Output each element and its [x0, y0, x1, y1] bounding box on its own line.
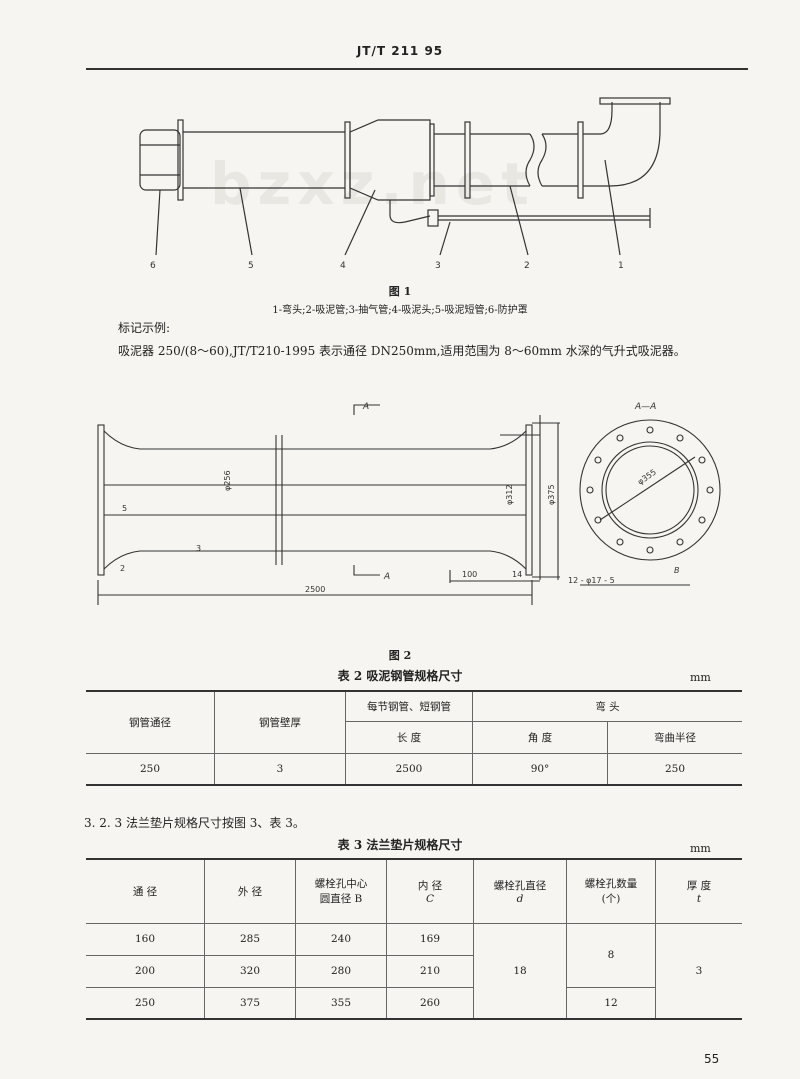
document-header: JT/T 211 95 — [356, 44, 444, 58]
table-cell: 250 — [86, 752, 215, 786]
table-cell: 169 — [386, 922, 474, 956]
table-cell: 160 — [86, 922, 205, 956]
flange — [344, 121, 351, 199]
t2-header-wall: 钢管壁厚 — [214, 690, 346, 754]
table-2: 钢管通径 钢管壁厚 每节钢管、短钢管 弯 头 长 度 角 度 弯曲半径 250 … — [86, 690, 742, 786]
table-cell: 240 — [295, 922, 387, 956]
t3-header-thickness-line1: 厚 度 — [686, 879, 712, 892]
figure-1-legend: 1-弯头;2-吸泥管;3-抽气管;4-吸泥头;5-吸泥短管;6-防护罩 — [272, 305, 528, 316]
elbow — [583, 102, 613, 135]
t3-header-bolt-circle-line2: 圆直径 B — [319, 893, 363, 906]
section-3-2-3: 3. 2. 3 法兰垫片规格尺寸按图 3、表 3。 — [84, 816, 305, 830]
fig1-label-6: 6 — [150, 261, 156, 271]
fig1-label-1: 1 — [618, 261, 624, 271]
table-cell: 200 — [86, 954, 205, 988]
t3-header-thickness: 厚 度 t — [655, 858, 742, 924]
table-2-title: 表 2 吸泥钢管规格尺寸 — [337, 669, 463, 683]
dim-l100: 100 — [462, 570, 477, 579]
t3-header-bolt-circle-line1: 螺栓孔中心 — [314, 878, 368, 891]
dim-bolt-holes: 12 - φ17 - 5 — [568, 576, 615, 585]
t3-header-hole-count: 螺栓孔数量 (个) — [566, 858, 656, 924]
table-cell: 280 — [295, 954, 387, 988]
table-cell: 250 — [86, 986, 205, 1020]
dim-t5: 5 — [122, 504, 127, 513]
dim-t3: 3 — [196, 544, 201, 553]
guard-cage — [139, 129, 181, 191]
table-3: 通 径 外 径 螺栓孔中心 圆直径 B 内 径 C 螺栓孔直径 d 螺栓孔数量 … — [86, 858, 742, 1020]
dim-d312: φ312 — [505, 484, 514, 505]
flange — [577, 121, 584, 199]
table-cell-thickness: 3 — [655, 922, 742, 1020]
t3-header-thickness-line2: t — [696, 892, 702, 905]
page-number: 55 — [704, 1052, 720, 1066]
figure-1-drawing: 6 5 4 3 2 1 — [139, 97, 671, 271]
t3-header-hole-dia: 螺栓孔直径 d — [473, 858, 567, 924]
table-cell: 355 — [295, 986, 387, 1020]
fig1-label-4: 4 — [340, 261, 346, 271]
right-flange — [525, 424, 533, 576]
fig1-label-2: 2 — [524, 261, 530, 271]
t3-header-hole-dia-line2: d — [516, 892, 524, 905]
table-3-title: 表 3 法兰垫片规格尺寸 — [337, 838, 463, 852]
t2-header-pipe: 每节钢管、短钢管 — [345, 690, 473, 722]
dim-l2500: 2500 — [305, 585, 325, 594]
t2-header-dn: 钢管通径 — [86, 690, 215, 754]
t3-header-hole-dia-line1: 螺栓孔直径 — [493, 879, 547, 892]
left-flange — [97, 424, 105, 576]
t2-header-elbow: 弯 头 — [472, 690, 742, 722]
t3-header-bolt-circle: 螺栓孔中心 圆直径 B — [295, 858, 387, 924]
section-cut-label-a-top: A — [362, 402, 369, 412]
t3-header-inner: 内 径 C — [386, 858, 474, 924]
flange — [177, 119, 184, 201]
t2-header-angle: 角 度 — [472, 720, 608, 754]
table-cell-hole-count-12: 12 — [566, 986, 656, 1020]
air-valve — [427, 209, 439, 227]
table-cell-hole-dia: 18 — [473, 922, 567, 1020]
dim-d256: φ256 — [223, 470, 232, 491]
table-3-unit: mm — [690, 842, 711, 855]
t2-header-length: 长 度 — [345, 720, 473, 754]
section-view-flange — [579, 419, 721, 561]
table-cell: 2500 — [345, 752, 473, 786]
table-cell-hole-count-8: 8 — [566, 922, 656, 988]
table-cell: 90° — [472, 752, 608, 786]
watermark: bzxz.net — [210, 150, 535, 218]
t3-header-dn: 通 径 — [86, 858, 205, 924]
t3-header-od: 外 径 — [204, 858, 296, 924]
dim-b: B — [674, 566, 680, 575]
figure-1-caption: 图 1 — [388, 285, 412, 298]
figure-2-caption: 图 2 — [388, 649, 412, 662]
fig1-label-3: 3 — [435, 261, 441, 271]
table-cell: 375 — [204, 986, 296, 1020]
fig1-label-5: 5 — [248, 261, 254, 271]
marking-text: 吸泥器 250/(8～60),JT/T210-1995 表示通径 DN250mm… — [118, 344, 686, 358]
t3-header-inner-line2: C — [425, 892, 435, 905]
t3-header-inner-line1: 内 径 — [417, 879, 443, 892]
table-cell: 250 — [607, 752, 742, 786]
header-rule — [86, 68, 748, 70]
suction-head — [349, 119, 431, 201]
section-view-label: A—A — [634, 402, 656, 412]
dim-d375: φ375 — [547, 484, 556, 505]
table-cell: 260 — [386, 986, 474, 1020]
figure-2-drawing: A A A—A φ256 φ312 φ375 φ355 5 3 2 100 14… — [97, 402, 721, 605]
t3-header-hole-count-line2: (个) — [601, 893, 621, 906]
table-cell: 320 — [204, 954, 296, 988]
t3-header-hole-count-line1: 螺栓孔数量 — [584, 878, 638, 891]
marking-heading: 标记示例: — [118, 321, 171, 335]
table-cell: 285 — [204, 922, 296, 956]
table-cell: 210 — [386, 954, 474, 988]
table-cell: 3 — [214, 752, 346, 786]
flange — [464, 121, 471, 199]
dim-l14: 14 — [512, 570, 522, 579]
section-cut-label-a-bottom: A — [383, 572, 390, 582]
t2-header-radius: 弯曲半径 — [607, 720, 742, 754]
dim-t2: 2 — [120, 564, 125, 573]
table-2-unit: mm — [690, 671, 711, 684]
